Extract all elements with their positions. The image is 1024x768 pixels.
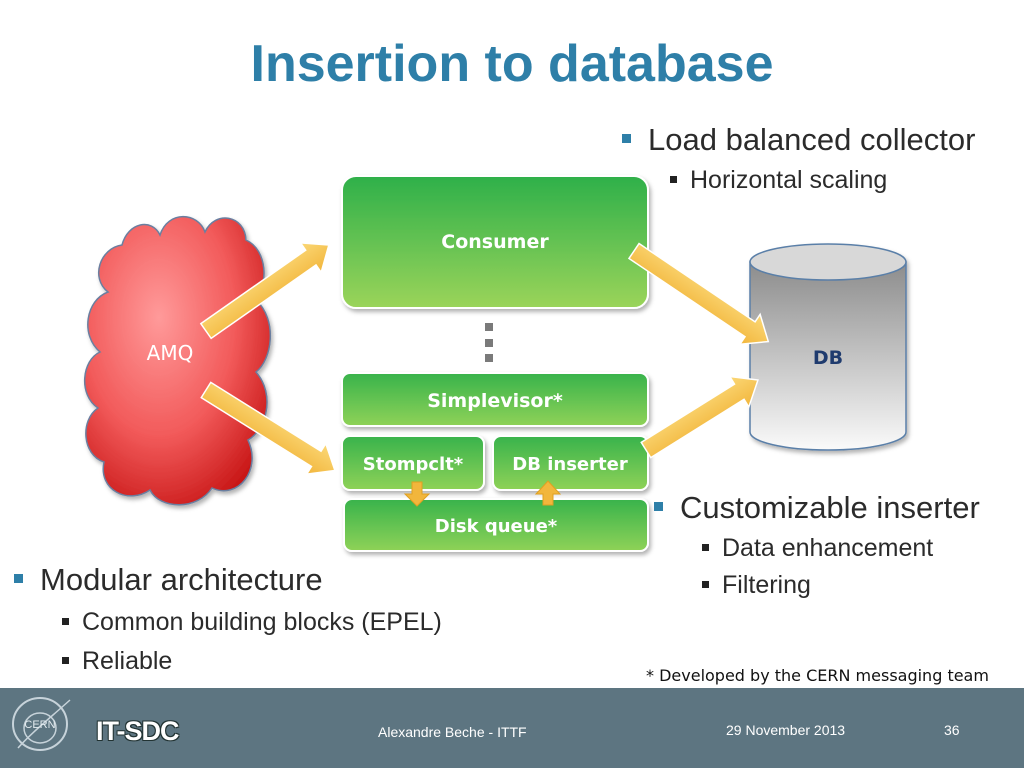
bullet-heading: Modular architecture (2, 562, 442, 598)
footnote: * Developed by the CERN messaging team (646, 666, 989, 685)
presentation-date: 29 November 2013 (726, 722, 846, 738)
db-inserter-label: DB inserter (512, 454, 628, 475)
group-logo: IT-SDC (96, 716, 180, 746)
bullet-list-inserter: Customizable inserter Data enhancement F… (642, 490, 980, 600)
bullet-heading: Customizable inserter (642, 490, 980, 526)
cern-logo-icon: CERN (12, 697, 71, 751)
bullet-item: Common building blocks (EPEL) (2, 608, 442, 637)
bullet-list-architecture: Modular architecture Common building blo… (2, 562, 442, 676)
database-cylinder (749, 243, 907, 451)
cern-logo-text: CERN (24, 719, 55, 731)
slide-number: 36 (944, 722, 960, 738)
consumer-box (341, 175, 649, 309)
down-arrow-icon (403, 481, 431, 507)
simplevisor-box (341, 372, 649, 427)
ellipsis-icon (485, 323, 493, 362)
arrow-amq-to-consumer (199, 241, 330, 340)
presenter: Alexandre Beche - ITTF (378, 724, 527, 740)
disk-queue-label: Disk queue* (435, 516, 558, 537)
arrow-inserter-to-db (640, 375, 759, 459)
bullet-item: Filtering (642, 571, 980, 600)
db-label: DB (813, 347, 843, 369)
slide-title: Insertion to database (250, 35, 774, 93)
bullet-heading: Load balanced collector (610, 122, 975, 158)
bullet-item: Horizontal scaling (610, 166, 975, 195)
bullet-item: Reliable (2, 647, 442, 676)
consumer-label: Consumer (441, 231, 549, 253)
disk-queue-box (343, 498, 649, 552)
footer-bar: CERN IT-SDC Alexandre Beche - ITTF 29 No… (0, 688, 1024, 768)
architecture-diagram: AMQ Consumer Simplevisor* Stompclt* DB i… (83, 175, 907, 552)
bullet-list-collector: Load balanced collector Horizontal scali… (610, 122, 975, 195)
amq-cloud (83, 216, 271, 506)
arrow-amq-to-stompclt (200, 381, 336, 476)
db-inserter-box (492, 435, 649, 491)
stompclt-label: Stompclt* (363, 454, 464, 475)
up-arrow-icon (534, 480, 562, 506)
amq-label: AMQ (147, 341, 194, 365)
bullet-item: Data enhancement (642, 534, 980, 563)
simplevisor-label: Simplevisor* (427, 390, 563, 412)
arrow-consumer-to-db (627, 242, 770, 346)
